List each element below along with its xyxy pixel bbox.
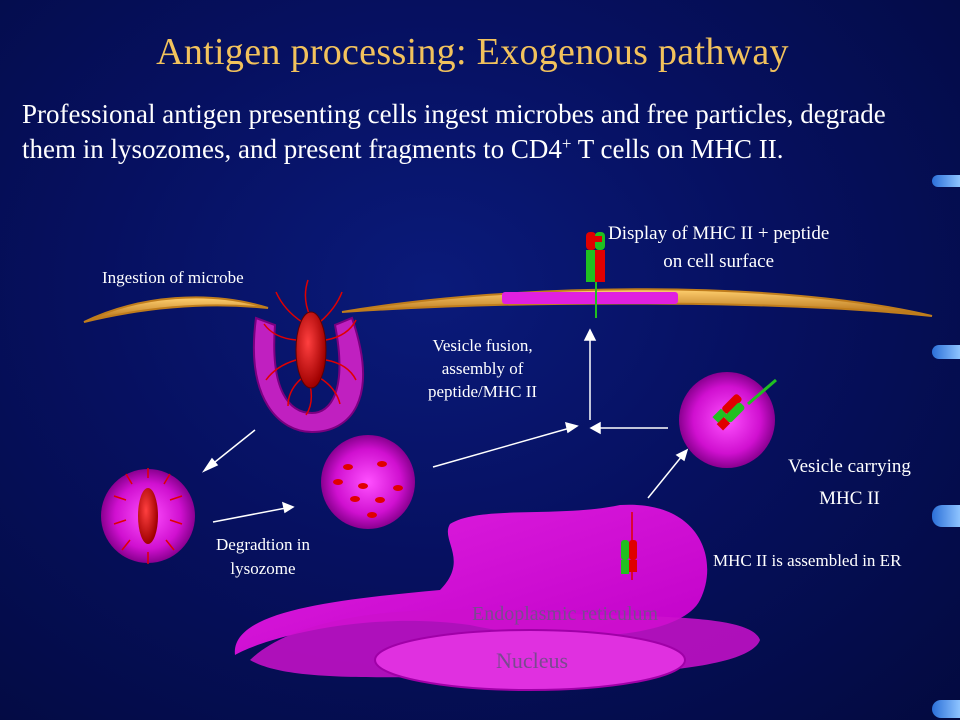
- slide-title: Antigen processing: Exogenous pathway: [156, 31, 789, 73]
- edge-decoration: [932, 505, 960, 527]
- label-fusion-line2: assembly of: [441, 359, 524, 378]
- label-display: Display of MHC II + peptide on cell surf…: [608, 220, 829, 276]
- subtitle-text: Professional antigen presenting cells in…: [22, 99, 886, 164]
- label-nucleus: Nucleus: [496, 648, 569, 673]
- nucleus: [374, 629, 686, 691]
- label-fusion-line3: peptide/MHC II: [428, 382, 538, 401]
- label-display-line1: Display of MHC II + peptide: [608, 223, 830, 244]
- label-fusion-line1: Vesicle fusion,: [432, 336, 533, 355]
- lysosome-fragments: [321, 435, 415, 529]
- label-er-assembly: MHC II is assembled in ER: [713, 551, 902, 570]
- subtitle-tail: T cells on MHC II.: [577, 134, 784, 164]
- mhc-in-er: [621, 512, 637, 580]
- label-degradation-line1: Degradtion in: [216, 535, 310, 554]
- cell-membrane-left: [83, 296, 269, 323]
- subtitle-superscript: +: [561, 134, 572, 153]
- label-display-line2: on cell surface: [663, 251, 775, 272]
- lysosome-with-microbe: [101, 468, 195, 564]
- label-fusion: Vesicle fusion, assembly of peptide/MHC …: [428, 334, 537, 403]
- pathway-arrows: [201, 328, 689, 523]
- endocytic-vesicle: [253, 316, 364, 434]
- mhc-on-surface: [586, 232, 605, 318]
- label-degradation: Degradtion in lysozome: [216, 533, 310, 581]
- edge-decoration: [932, 345, 960, 359]
- label-vesicle: Vesicle carrying MHC II: [788, 451, 911, 515]
- label-degradation-line2: lysozome: [230, 559, 296, 578]
- edge-decoration: [932, 700, 960, 718]
- mhc-vesicle: [679, 372, 777, 468]
- ingested-microbe: [263, 279, 357, 416]
- label-vesicle-line2: MHC II: [819, 488, 880, 509]
- label-ingestion: Ingestion of microbe: [102, 268, 244, 287]
- edge-decoration: [932, 175, 960, 187]
- label-er: Endoplasmic reticulum: [472, 603, 659, 625]
- slide-subtitle: Professional antigen presenting cells in…: [22, 97, 942, 167]
- mhc-membrane-patch: [502, 292, 678, 304]
- label-vesicle-line1: Vesicle carrying: [788, 456, 911, 477]
